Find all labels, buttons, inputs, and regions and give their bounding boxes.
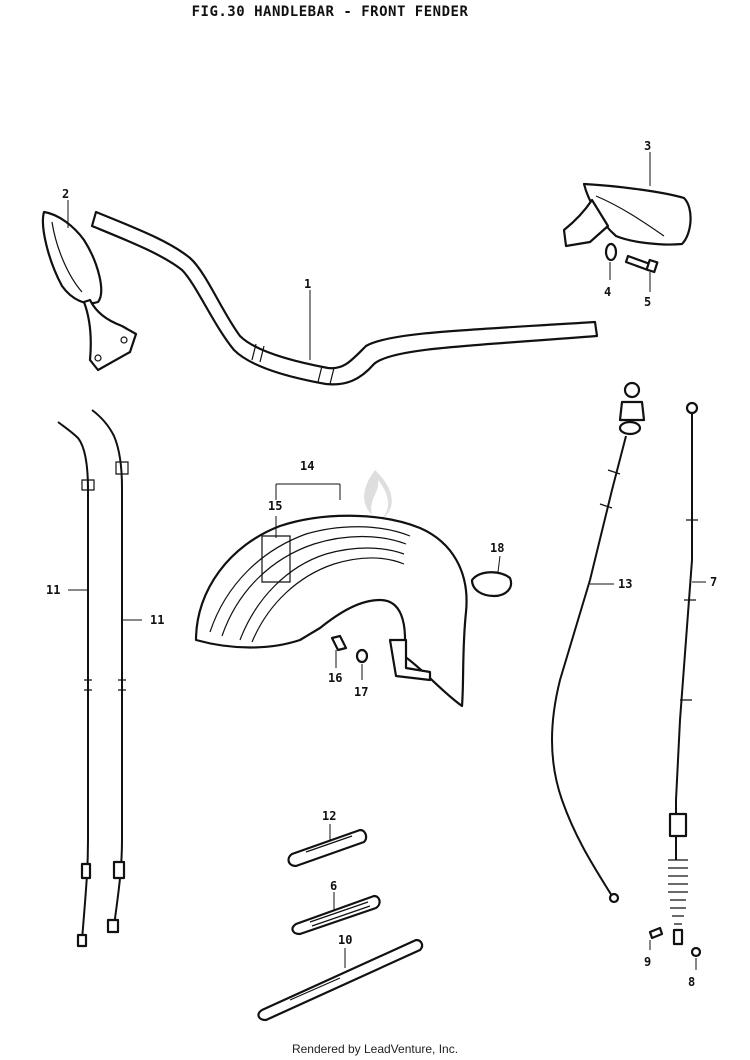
cotter-pin[interactable] — [648, 926, 664, 940]
fender-bolt[interactable] — [330, 634, 348, 652]
footer-credit: Rendered by LeadVenture, Inc. — [291, 1042, 459, 1056]
callout-10: 10 — [338, 933, 352, 947]
callout-1: 1 — [304, 277, 311, 291]
figure-title: FIG.30 HANDLEBAR - FRONT FENDER — [191, 4, 469, 20]
mirror-right[interactable] — [562, 182, 692, 248]
callout-7: 7 — [710, 575, 717, 589]
washer[interactable] — [604, 242, 618, 262]
callout-numbers: 1 2 3 4 5 6 7 8 9 10 11 11 12 13 14 15 1… — [46, 139, 717, 989]
callout-3: 3 — [644, 139, 651, 153]
leader-lines — [67, 152, 706, 970]
fender-strip-6[interactable] — [291, 894, 381, 936]
fender-cap[interactable] — [470, 571, 513, 598]
callout-6: 6 — [330, 879, 337, 893]
callout-8: 8 — [688, 975, 695, 989]
front-fender[interactable] — [194, 514, 468, 708]
control-cable[interactable] — [668, 401, 699, 946]
callout-14: 14 — [300, 459, 314, 473]
bolt[interactable] — [624, 254, 659, 274]
fender-emblem[interactable] — [261, 535, 291, 583]
callout-13: 13 — [618, 577, 632, 591]
fender-strip-12[interactable] — [287, 828, 368, 868]
fender-stay[interactable] — [257, 938, 424, 1022]
mirror-left[interactable] — [41, 210, 138, 372]
callout-16: 16 — [328, 671, 342, 685]
clevis-pin[interactable] — [690, 946, 702, 958]
cable-left-inner[interactable] — [91, 409, 129, 934]
callout-15: 15 — [268, 499, 282, 513]
fender-nut[interactable] — [355, 648, 369, 664]
callout-4: 4 — [604, 285, 611, 299]
watermark-logo — [364, 470, 392, 520]
callout-17: 17 — [354, 685, 368, 699]
speedometer-cable[interactable] — [551, 381, 646, 904]
cable-left-outer[interactable] — [57, 421, 95, 948]
callout-11-left: 11 — [46, 583, 60, 597]
callout-5: 5 — [644, 295, 651, 309]
callout-18: 18 — [490, 541, 504, 555]
callout-11-right: 11 — [150, 613, 164, 627]
handlebar[interactable] — [90, 210, 599, 386]
callout-9: 9 — [644, 955, 651, 969]
callout-2: 2 — [62, 187, 69, 201]
callout-12: 12 — [322, 809, 336, 823]
